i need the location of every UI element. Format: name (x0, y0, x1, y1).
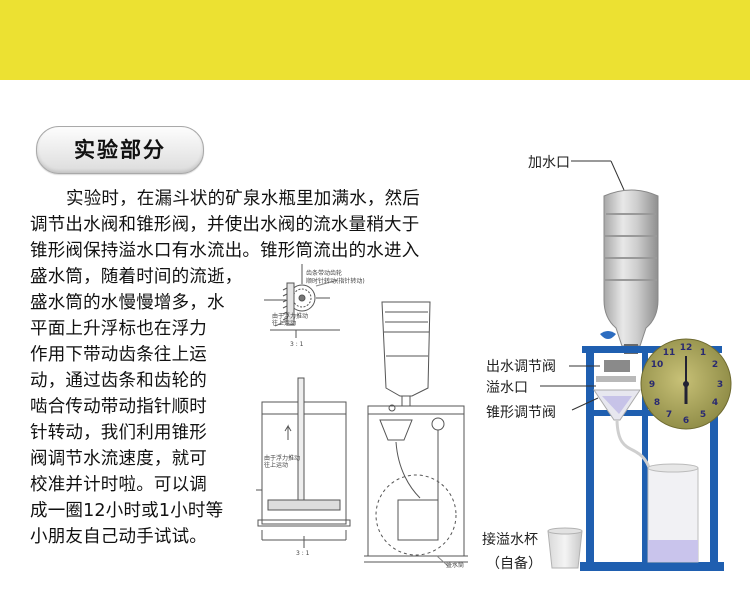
clock-numeral: 10 (651, 360, 664, 370)
clock-numeral: 12 (680, 343, 693, 353)
clock-numeral: 6 (683, 416, 689, 426)
sketch-label: 顺时针转动(指针转动) (306, 277, 365, 285)
inlet-label: 加水口 (528, 155, 570, 171)
gear-detail-sketch (264, 264, 340, 338)
clock-numeral: 7 (666, 410, 672, 420)
section-title: 实验部分 (74, 138, 166, 162)
clock-face: 12 1 2 3 4 5 6 7 8 9 10 11 (640, 338, 732, 430)
valve-assembly (593, 360, 641, 421)
overflow-cup-note: （自备） (486, 556, 542, 572)
cone-valve-label: 锥形调节阀 (486, 405, 556, 421)
clock-numeral: 5 (700, 410, 706, 420)
tank-section-sketch (256, 377, 351, 548)
header-band (0, 0, 750, 80)
clock-numeral: 9 (649, 380, 655, 390)
clock-numeral: 4 (712, 398, 718, 408)
collection-cylinder (647, 463, 699, 563)
clock-numeral: 8 (654, 398, 660, 408)
apparatus-sketch (364, 301, 468, 567)
sketch-label: 往上运动 (264, 461, 288, 469)
clock-numeral: 2 (712, 360, 718, 370)
sketch-label: 盛水筒 (446, 561, 464, 569)
sketch-label: 3 : 1 (290, 341, 304, 348)
clock-numeral: 3 (717, 380, 723, 390)
section-heading-pill: 实验部分 (36, 126, 204, 174)
sketch-label: 齿条带动齿轮 (306, 269, 342, 277)
overflow-label: 溢水口 (486, 380, 528, 396)
clock-numeral: 1 (700, 348, 706, 358)
water-tube (615, 419, 652, 471)
overflow-cup (547, 527, 583, 569)
overflow-cup-label: 接溢水杯 (482, 532, 538, 548)
sketch-label: 由于浮力推动 (272, 312, 308, 320)
clock-numeral: 11 (663, 348, 676, 358)
sketch-label: 由于浮力推动 (264, 454, 300, 462)
outlet-valve-label: 出水调节阀 (486, 359, 556, 375)
sketch-label: 3 : 1 (296, 550, 310, 557)
inverted-bottle (603, 189, 659, 354)
callout-leaders (540, 160, 625, 411)
sketch-label: 往上运动 (272, 319, 296, 327)
